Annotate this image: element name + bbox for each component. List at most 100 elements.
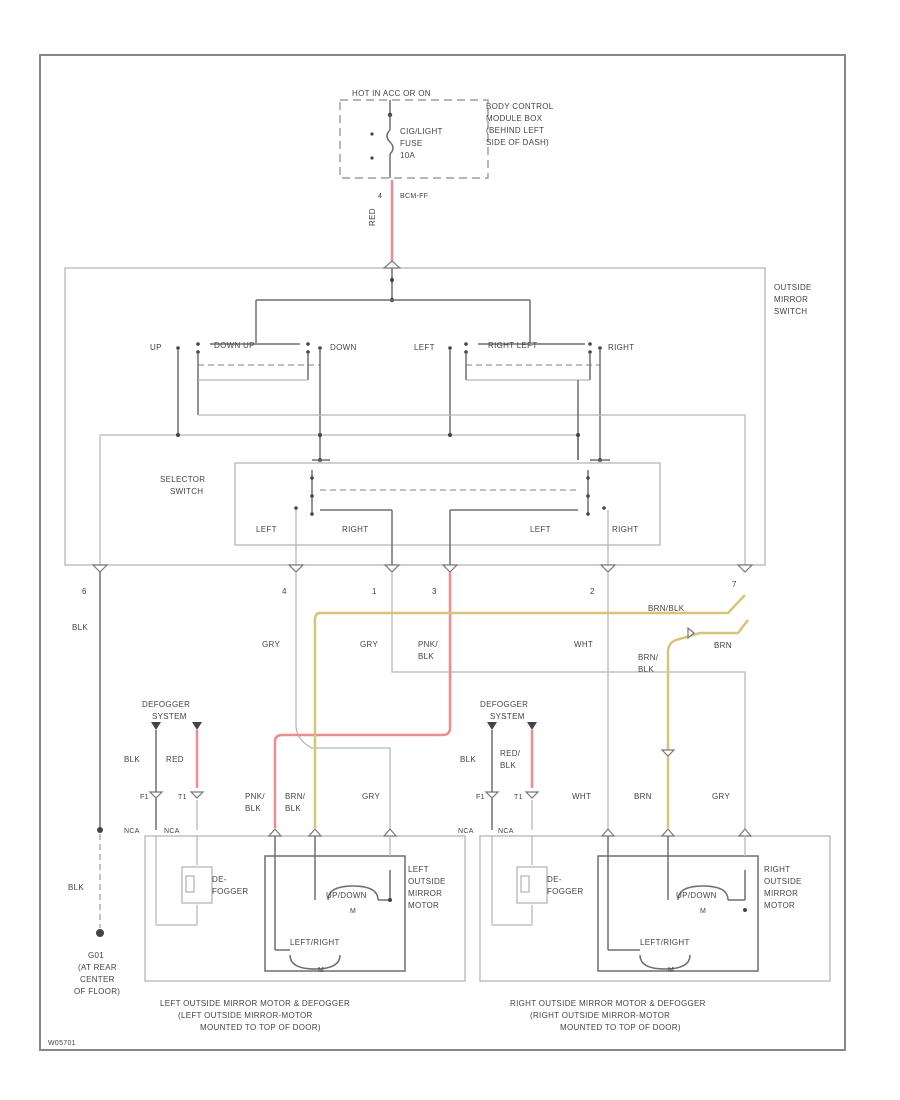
switch-connector: 6 4 1 3 2 7: [82, 564, 754, 596]
mirror-switch-label-2: MIRROR: [774, 295, 808, 304]
selector-label-2: SWITCH: [170, 487, 203, 496]
left-conn-t1: T1: [178, 794, 187, 801]
left-defog-red: RED: [166, 755, 184, 764]
left-defog-blk: BLK: [124, 755, 140, 764]
left-caption-1: LEFT OUTSIDE MIRROR MOTOR & DEFOGGER: [160, 999, 350, 1008]
left-defogger-element: [181, 866, 213, 904]
right-motor-1: RIGHT: [764, 865, 790, 874]
left-motor-2: OUTSIDE: [408, 877, 446, 886]
selector-pos-left-1: LEFT: [256, 525, 277, 534]
right-defog-red-2: BLK: [500, 761, 516, 770]
right-nca-1: NCA: [458, 828, 474, 835]
left-leftright-label: LEFT/RIGHT: [290, 938, 340, 947]
fuse-block: HOT IN ACC OR ON CIG/LIGHT FUSE 10A BODY…: [339, 89, 554, 200]
ground-wire-label: BLK: [68, 883, 84, 892]
right-defogger-element: [516, 866, 548, 904]
right-motor-3: MIRROR: [764, 889, 798, 898]
switch-downup-label: DOWN UP: [214, 341, 255, 350]
fuse-label-1: CIG/LIGHT: [400, 127, 443, 136]
left-conn-f1: F1: [140, 794, 149, 801]
left-caption-3: MOUNTED TO TOP OF DOOR): [200, 1023, 321, 1032]
selector-label-1: SELECTOR: [160, 475, 205, 484]
right-assembly-outline: [479, 835, 831, 982]
left-pnk-label-1: PNK/: [245, 792, 265, 801]
left-leftright-motor-icon: [289, 954, 341, 970]
left-motor-3: MIRROR: [408, 889, 442, 898]
left-nca-2: NCA: [164, 828, 180, 835]
figure-id: W05701: [48, 1040, 76, 1047]
left-motor-4: MOTOR: [408, 901, 439, 910]
selector-pos-right-2: RIGHT: [612, 525, 638, 534]
pnk-blk-label-1: PNK/: [418, 640, 438, 649]
brn-blk-label-2: BLK: [638, 665, 654, 674]
right-nca-2: NCA: [498, 828, 514, 835]
right-defog-red-1: RED/: [500, 749, 521, 758]
right-defogger-1: DE-: [547, 875, 562, 884]
right-motor-2: OUTSIDE: [764, 877, 802, 886]
right-mirror-assembly: NCA NCA DE- FOGGER UP/DOWN M LEFT/RIGHT …: [458, 828, 831, 1032]
right-m1: M: [700, 908, 706, 915]
right-leftright-motor-icon: [639, 954, 691, 970]
switch-pin-3: 3: [432, 587, 437, 596]
fuse-header: HOT IN ACC OR ON: [352, 89, 431, 98]
pnk-blk-wire: [273, 572, 452, 828]
left-defogger-switch: DEFOGGER SYSTEM BLK RED F1 T1: [124, 700, 205, 830]
pnk-blk-label-2: BLK: [418, 652, 434, 661]
mirror-switch-label-3: SWITCH: [774, 307, 807, 316]
right-defogger-label-1: DEFOGGER: [480, 700, 528, 709]
switch-pin-4: 4: [282, 587, 287, 596]
brn-wire: [666, 619, 749, 828]
brn-blk-wire: [313, 594, 746, 828]
switch-pin-7: 7: [732, 580, 737, 589]
switch-up-label: UP: [150, 343, 162, 352]
fuse-block-outline: [339, 99, 489, 179]
ground-label-1: G01: [88, 951, 104, 960]
diagram-frame: [39, 54, 846, 1051]
left-motor-box: [264, 855, 406, 972]
brn-blk-label-1: BRN/: [638, 653, 659, 662]
left-brn-label-2: BLK: [285, 804, 301, 813]
switch-down-label: DOWN: [330, 343, 357, 352]
gry-wire-label-2: GRY: [360, 640, 378, 649]
outside-mirror-switch: OUTSIDE MIRROR SWITCH UP DOWN UP DOWN LE…: [64, 260, 811, 566]
switch-right-label: RIGHT: [608, 343, 634, 352]
selector-switch-outline: [234, 462, 661, 546]
left-m2: M: [318, 967, 324, 974]
right-m2: M: [668, 967, 674, 974]
ground-icon: [96, 929, 104, 937]
fuse-label-3: 10A: [400, 151, 415, 160]
gry-wire-label-1: GRY: [262, 640, 280, 649]
fuse-location-3: (BEHIND LEFT: [486, 126, 544, 135]
ground-label-4: OF FLOOR): [74, 987, 120, 996]
left-m1: M: [350, 908, 356, 915]
right-updown-motor-icon: [677, 885, 729, 901]
selector-switch: SELECTOR SWITCH LEFT RIGHT LEFT RIGHT: [160, 462, 661, 565]
right-caption-3: MOUNTED TO TOP OF DOOR): [560, 1023, 681, 1032]
fuse-location-1: BODY CONTROL: [486, 102, 554, 111]
right-defogger-label-2: SYSTEM: [490, 712, 525, 721]
right-updown-label: UP/DOWN: [676, 891, 717, 900]
wht-wire-label: WHT: [574, 640, 593, 649]
gry-wire-right: [391, 572, 746, 830]
fuse-location-2: MODULE BOX: [486, 114, 543, 123]
ground-label-3: CENTER: [80, 975, 115, 984]
right-leftright-label: LEFT/RIGHT: [640, 938, 690, 947]
selector-pos-right-1: RIGHT: [342, 525, 368, 534]
left-brn-label-1: BRN/: [285, 792, 306, 801]
right-caption-2: (RIGHT OUTSIDE MIRROR-MOTOR: [530, 1011, 670, 1020]
left-caption-2: (LEFT OUTSIDE MIRROR-MOTOR: [178, 1011, 313, 1020]
fuse-icon: [386, 129, 394, 155]
left-gry-label: GRY: [362, 792, 380, 801]
left-nca-1: NCA: [124, 828, 140, 835]
gry-wire-left: [295, 724, 391, 830]
fuse-pin: 4: [378, 193, 382, 200]
right-defogger-switch: DEFOGGER SYSTEM BLK RED/ BLK F1 T1: [460, 700, 540, 830]
left-defogger-label-1: DEFOGGER: [142, 700, 190, 709]
right-defogger-2: FOGGER: [547, 887, 583, 896]
left-motor-1: LEFT: [408, 865, 429, 874]
brn-blk-top-label: BRN/BLK: [648, 604, 685, 613]
mirror-switch-outline: [64, 267, 766, 566]
ground-label-2: (AT REAR: [78, 963, 117, 972]
ground-g01: BLK G01 (AT REAR CENTER OF FLOOR): [68, 827, 120, 996]
left-pnk-label-2: BLK: [245, 804, 261, 813]
